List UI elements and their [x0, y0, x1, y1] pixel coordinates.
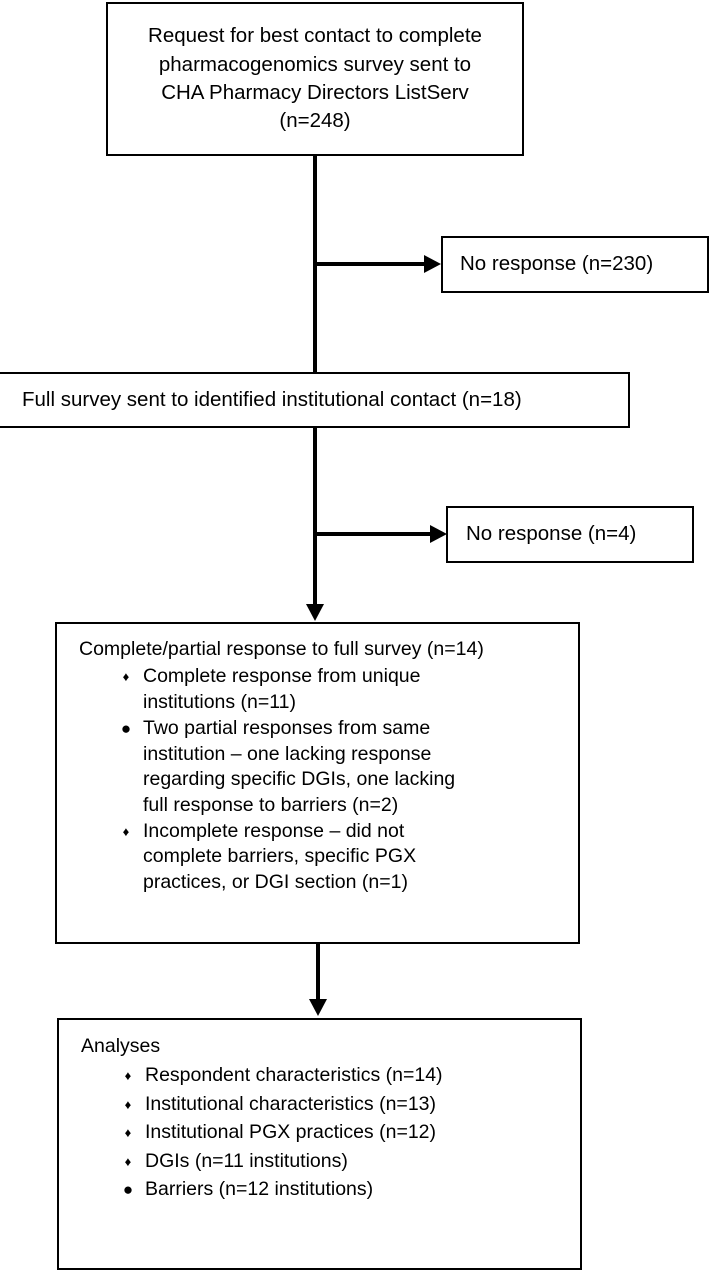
list-item-label: DGIs (n=11 institutions)	[145, 1149, 348, 1172]
node-no-response-4-text: No response (n=4)	[466, 522, 637, 546]
node-request-for-contact: Request for best contact to complete pha…	[106, 2, 524, 156]
list-item-label: Two partial responses from same institut…	[143, 717, 456, 816]
node-full-survey-sent: Full survey sent to identified instituti…	[0, 372, 630, 428]
list-item: ♦ DGIs (n=11 institutions)	[81, 1149, 570, 1174]
connector-branch-to-noresponse-1	[313, 262, 425, 266]
node-analyses-heading: Analyses	[81, 1035, 161, 1057]
diamond-bullet-icon: ♦	[124, 1096, 132, 1112]
list-item: ● Two partial responses from same institu…	[79, 716, 568, 818]
node-request-text: Request for best contact to complete pha…	[148, 24, 482, 133]
disc-bullet-icon: ●	[120, 719, 132, 739]
diamond-bullet-icon: ♦	[124, 1068, 132, 1084]
node-complete-partial-response: Complete/partial response to full survey…	[55, 622, 580, 944]
list-item: ♦ Respondent characteristics (n=14)	[81, 1063, 570, 1088]
list-item: ● Barriers (n=12 institutions)	[81, 1177, 570, 1202]
arrowhead-to-noresponse-2	[430, 525, 447, 543]
list-item-label: Institutional characteristics (n=13)	[145, 1092, 437, 1115]
node-no-response-4: No response (n=4)	[446, 506, 694, 563]
list-item-label: Incomplete response – did not complete b…	[143, 819, 417, 893]
node-analyses: Analyses ♦ Respondent characteristics (n=…	[57, 1018, 582, 1270]
connector-branch-to-noresponse-2	[313, 532, 431, 536]
node-no-response-230: No response (n=230)	[441, 236, 709, 293]
arrowhead-to-noresponse-1	[424, 255, 441, 273]
diamond-bullet-icon: ♦	[124, 1153, 132, 1169]
complete-partial-bullet-list: ♦ Complete response from unique instituti…	[79, 664, 568, 895]
diamond-bullet-icon: ♦	[122, 823, 130, 839]
node-no-response-230-text: No response (n=230)	[460, 252, 654, 276]
list-item-label: Barriers (n=12 institutions)	[145, 1178, 374, 1201]
list-item-label: Complete response from unique institutio…	[143, 665, 421, 713]
connector-partial-to-analyses	[316, 944, 320, 1002]
analyses-bullet-list: ♦ Respondent characteristics (n=14) ♦ Insti…	[81, 1063, 570, 1202]
node-full-survey-text: Full survey sent to identified instituti…	[22, 387, 522, 411]
arrowhead-to-analyses	[309, 999, 327, 1016]
diamond-bullet-icon: ♦	[122, 669, 130, 685]
diamond-bullet-icon: ♦	[124, 1125, 132, 1141]
list-item: ♦ Institutional PGX practices (n=12)	[81, 1120, 570, 1145]
node-complete-partial-heading: Complete/partial response to full survey…	[79, 638, 484, 660]
disc-bullet-icon: ●	[122, 1180, 134, 1200]
list-item-label: Respondent characteristics (n=14)	[145, 1064, 443, 1087]
list-item: ♦ Complete response from unique instituti…	[79, 664, 568, 715]
list-item: ♦ Institutional characteristics (n=13)	[81, 1092, 570, 1117]
list-item: ♦ Incomplete response – did not complete …	[79, 819, 568, 895]
list-item-label: Institutional PGX practices (n=12)	[145, 1121, 437, 1144]
arrowhead-to-partial	[306, 604, 324, 621]
connector-fullsurvey-to-partial	[313, 428, 317, 607]
